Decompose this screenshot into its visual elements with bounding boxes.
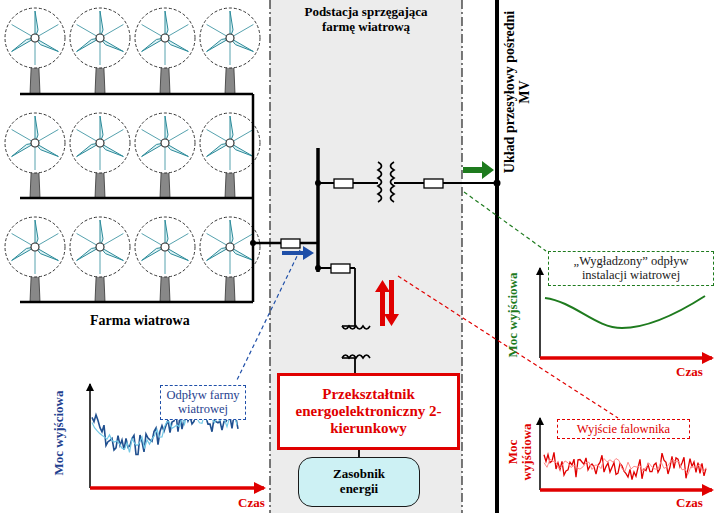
storage-box: Zasobnik energii bbox=[298, 457, 420, 507]
substation-ground bbox=[270, 0, 462, 513]
axis-label: Moc wyjściowa bbox=[506, 412, 535, 492]
text-label: Czas bbox=[676, 496, 703, 510]
text-label: Czas bbox=[238, 496, 265, 510]
leader-line bbox=[236, 250, 300, 382]
flow-arrow bbox=[463, 161, 494, 179]
substation-region: Podstacja sprzęgająca farmę wiatrowąPrze… bbox=[270, 0, 462, 513]
axis-label: Układ przesyłowy pośredni MV bbox=[502, 6, 533, 178]
region-border bbox=[269, 0, 270, 513]
wind-turbines bbox=[5, 8, 260, 302]
converter-box: Przekształtnik energoelektroniczny 2-kie… bbox=[277, 373, 460, 450]
junction-dot bbox=[250, 240, 256, 246]
axis-label: Moc wyjściowa bbox=[506, 270, 520, 360]
farm-wiring bbox=[20, 94, 318, 302]
region-border bbox=[461, 0, 462, 513]
text-label: Farma wiatrowa bbox=[90, 313, 190, 328]
leader-line bbox=[464, 192, 546, 251]
breaker-symbol bbox=[281, 179, 443, 273]
flow-arrow bbox=[384, 280, 399, 326]
node-text: Odpływ farmy wiatrowej bbox=[165, 388, 241, 417]
callout-box: „Wygładzony” odpływ instalacji wiatrowej bbox=[548, 251, 714, 286]
mv-line bbox=[495, 0, 499, 513]
node-text: Podstacja sprzęgająca farmę wiatrową bbox=[301, 5, 431, 35]
text-label: Czas bbox=[676, 365, 703, 379]
connector-line bbox=[358, 450, 360, 457]
node-text: Zasobnik energii bbox=[319, 467, 399, 497]
axis-label: Moc wyjściowa bbox=[52, 388, 66, 478]
node-text: Przekształtnik energoelektroniczny 2-kie… bbox=[280, 386, 457, 438]
callout-box: Wyjście falownika bbox=[557, 419, 690, 439]
node-text: „Wygładzony” odpływ instalacji wiatrowej bbox=[553, 254, 709, 283]
smoothed-curve bbox=[545, 296, 705, 328]
callout-box: Odpływ farmy wiatrowej bbox=[160, 385, 246, 420]
node-text: Wyjście falownika bbox=[562, 422, 685, 436]
substation-wiring bbox=[318, 148, 497, 373]
